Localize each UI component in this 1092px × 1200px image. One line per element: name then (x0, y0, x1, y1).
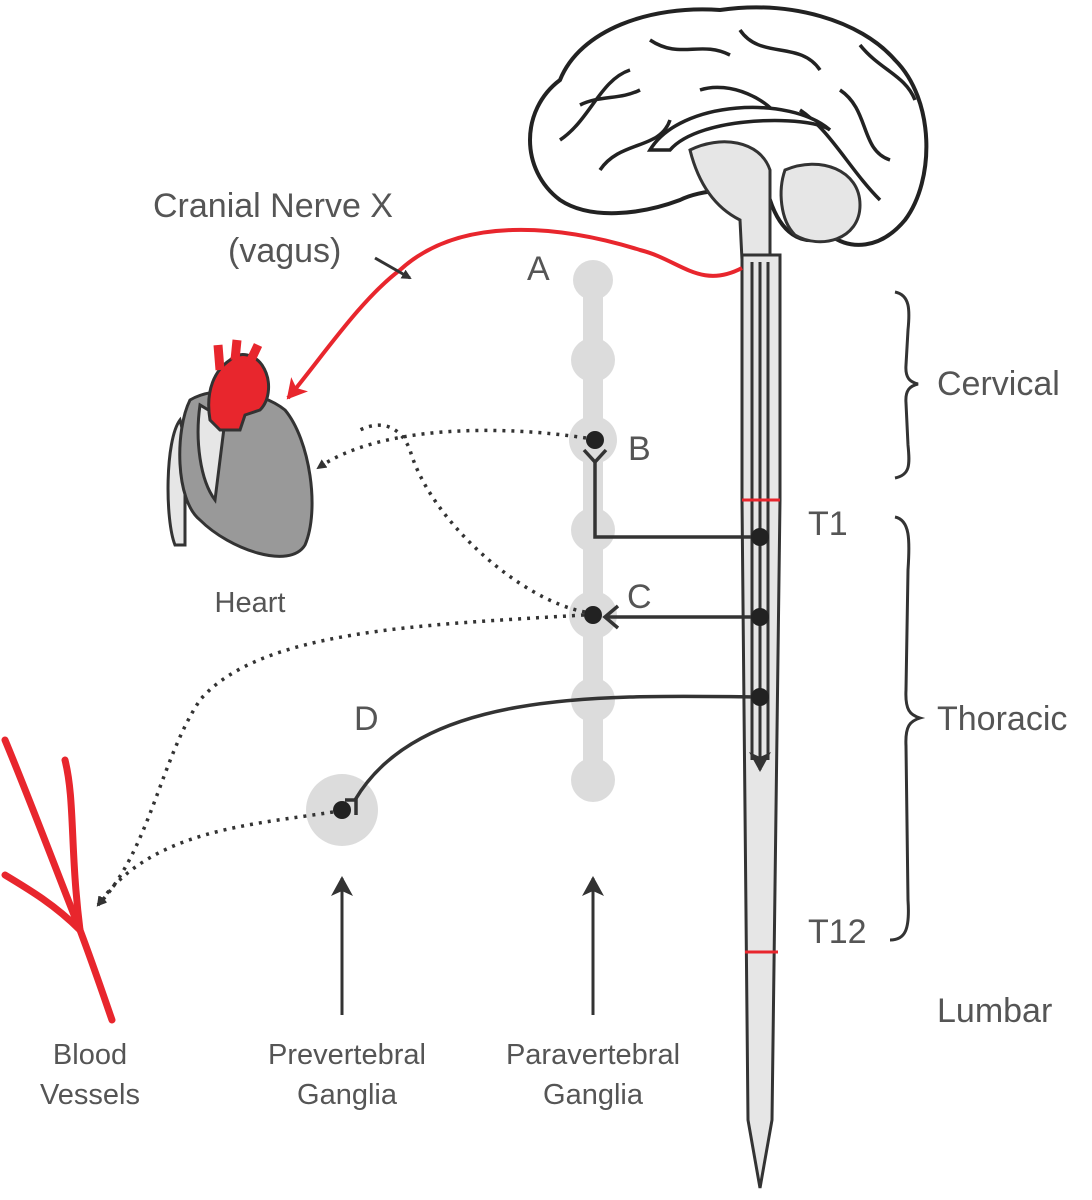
paravertebral-label-line1: Paravertebral (506, 1039, 680, 1071)
postganglionic-c-heart (359, 423, 586, 614)
prevertebral-label-line2: Ganglia (297, 1079, 398, 1111)
vagus-nerve-a (286, 227, 743, 400)
t12-label: T12 (808, 913, 867, 951)
paravertebral-label-line2: Ganglia (543, 1079, 644, 1111)
postganglionic-c-vessels (96, 613, 585, 907)
cerebellum (779, 162, 862, 244)
cervical-brace (894, 290, 919, 480)
cervical-label: Cervical (937, 365, 1060, 403)
label-c: C (627, 578, 652, 616)
blood-vessels-illustration (1, 736, 116, 1024)
cranial-nerve-label: Cranial Nerve X (153, 187, 393, 225)
blood-vessels-label-line1: Blood (53, 1039, 127, 1071)
heart-illustration (166, 339, 314, 558)
thoracic-brace (889, 515, 926, 942)
label-b: B (628, 430, 651, 468)
blood-vessels-label-line2: Vessels (40, 1079, 140, 1111)
synapse-d (345, 798, 358, 815)
brain (528, 5, 929, 262)
thoracic-label: Thoracic (937, 700, 1067, 738)
label-a: A (527, 250, 550, 288)
postganglionic-b-heart (316, 428, 587, 470)
vagus-label: (vagus) (228, 232, 341, 270)
corpus-callosum (646, 105, 832, 152)
postganglionic-fibers (96, 423, 587, 907)
ganglion-cell-bodies (333, 431, 769, 819)
preganglionic-b (593, 462, 760, 539)
paravertebral-chain (569, 260, 617, 802)
t1-label: T1 (808, 505, 848, 543)
preganglionic-fibers (345, 448, 761, 815)
synapse-b (582, 448, 608, 465)
label-d: D (354, 700, 379, 738)
vagus-pointer-arrow (374, 256, 412, 280)
preganglionic-d (353, 694, 761, 801)
postganglionic-d-vessels (96, 810, 334, 907)
lumbar-label: Lumbar (937, 992, 1052, 1030)
prevertebral-label-line1: Prevertebral (268, 1039, 426, 1071)
synapse-c (602, 604, 620, 630)
heart-label: Heart (215, 587, 286, 619)
brain-gyri (559, 28, 917, 202)
brainstem (688, 140, 772, 262)
spinal-tract (750, 262, 770, 760)
spinal-cord (740, 253, 782, 1189)
